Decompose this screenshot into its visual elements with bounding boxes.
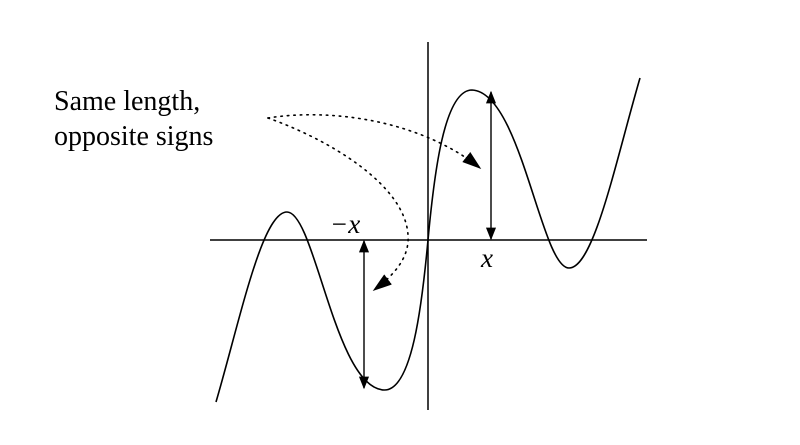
annotation-line-2: opposite signs bbox=[54, 121, 213, 152]
dotted-pointer-to-negative bbox=[267, 117, 409, 291]
dotted-pointer-to-positive bbox=[267, 113, 482, 169]
positive-x-label: x bbox=[480, 243, 493, 273]
annotation-line-1: Same length, bbox=[54, 86, 200, 117]
negative-x-label: −x bbox=[330, 209, 360, 239]
odd-function-curve bbox=[215, 77, 641, 403]
